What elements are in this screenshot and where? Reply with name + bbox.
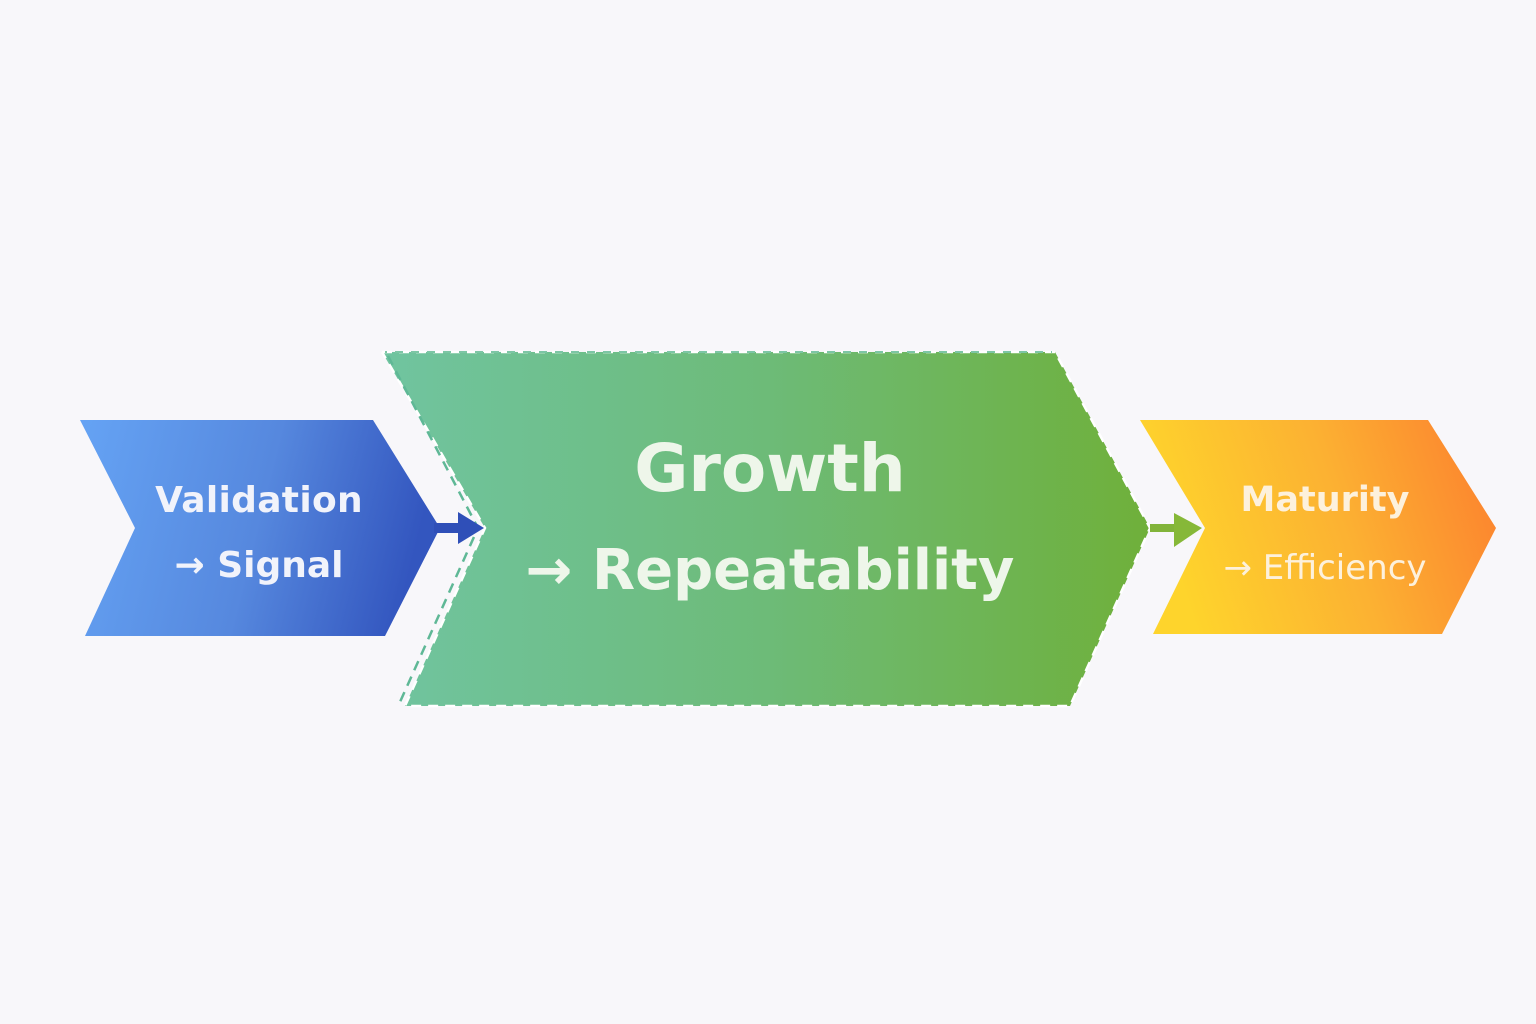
stage-maturity-chevron [1140, 420, 1496, 634]
stage-validation-subtitle: → Signal [174, 545, 344, 586]
stage-growth-chevron [382, 352, 1150, 706]
arrow-right-icon [1150, 513, 1202, 547]
stage-validation-chevron [80, 420, 440, 636]
growth-dashed-border-outer [380, 350, 1152, 708]
stage-maturity-title: Maturity [1240, 480, 1410, 520]
stage-growth-title: Growth [634, 430, 906, 507]
stage-growth-subtitle: → Repeatability [525, 538, 1015, 603]
stage-maturity-subtitle: → Efficiency [1223, 548, 1427, 588]
arrow-right-icon [434, 512, 484, 544]
stage-validation-title: Validation [155, 480, 363, 521]
